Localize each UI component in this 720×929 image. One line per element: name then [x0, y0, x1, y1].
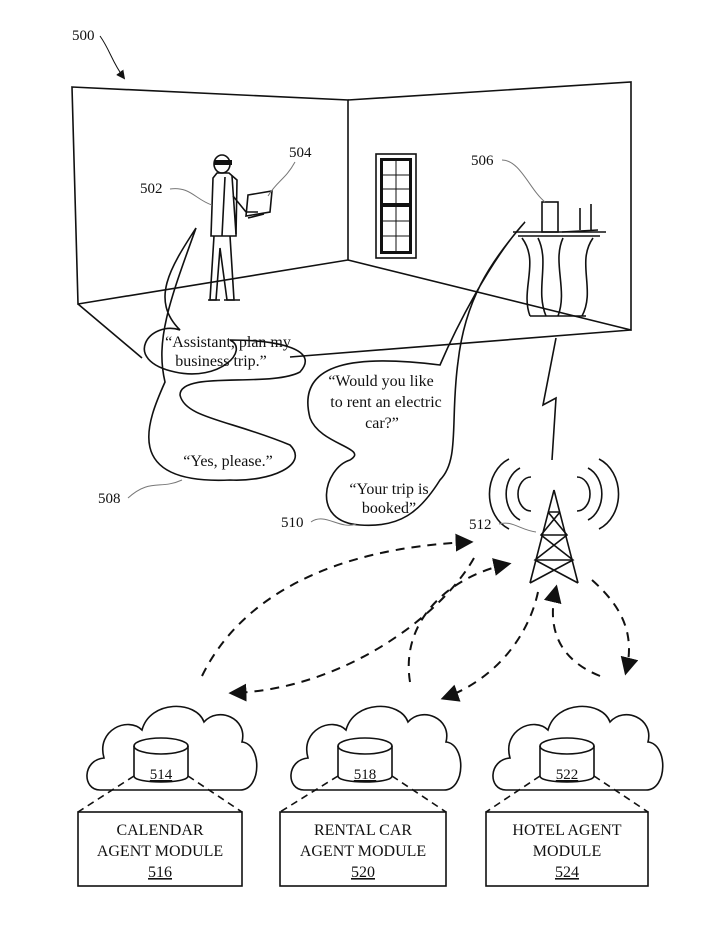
device-ref-leader — [267, 161, 296, 197]
calendar-agent-ref: 516 — [148, 864, 172, 881]
calendar-agent-title-line-1: CALENDAR — [116, 822, 203, 839]
room — [71, 81, 632, 359]
assistant-speech-ref-label: 510 — [281, 515, 304, 531]
database-icon — [337, 737, 393, 783]
rental-agent-title-line-1: RENTAL CAR — [314, 822, 412, 839]
database-icon — [133, 737, 189, 783]
device-icon — [245, 190, 273, 219]
assistant-speech-line-1: “Would you like — [328, 373, 433, 390]
figure-ref-label: 500 — [72, 28, 95, 44]
wireless-link — [541, 337, 557, 461]
speaker-ref-leader — [501, 159, 546, 203]
device-ref-label: 504 — [289, 145, 312, 161]
hotel-db-ref: 522 — [556, 767, 579, 783]
calendar-agent-title-line-2: AGENT MODULE — [97, 843, 223, 860]
arrow-calendar-from-tower — [228, 557, 475, 702]
user-speech-ref-leader — [127, 479, 183, 499]
arrow-hotel-from-tower — [543, 584, 601, 677]
assistant-speech-bubble — [307, 221, 526, 527]
tower-ref-label: 512 — [469, 517, 492, 533]
rental-car-agent-box — [279, 811, 447, 887]
hotel-agent-title-line-1: HOTEL AGENT — [512, 822, 621, 839]
tower-ref-leader — [498, 522, 537, 533]
user-figure — [208, 154, 258, 301]
room-left-wall — [71, 86, 349, 305]
user-speech-ref-label: 508 — [98, 491, 121, 507]
hotel-agent-box — [485, 811, 649, 887]
assistant-speech-line-3: car?” — [365, 415, 399, 432]
arrow-tower-to-hotel — [591, 579, 639, 676]
room-floor — [77, 303, 632, 359]
user-speech-line-2: business trip.” — [175, 353, 267, 370]
cloud-icon — [492, 705, 664, 791]
assistant-speech-line-4: “Your trip is — [349, 481, 428, 498]
side-table — [513, 231, 606, 317]
calendar-agent-box — [77, 811, 243, 887]
user-speech-line-1: “Assistant, plan my — [165, 334, 291, 351]
database-icon — [539, 737, 595, 783]
user-speech-line-3: “Yes, please.” — [183, 453, 272, 470]
assistant-speech-line-5: booked” — [362, 500, 416, 517]
smart-speaker-icon — [541, 201, 559, 233]
window — [375, 153, 417, 259]
cloud-icon — [290, 705, 462, 791]
cloud-icon — [86, 705, 258, 791]
calendar-db-ref: 514 — [150, 767, 173, 783]
user-speech-bubble — [143, 227, 307, 481]
rental-agent-ref: 520 — [351, 864, 375, 881]
signal-waves-icon — [488, 458, 620, 530]
user-ref-label: 502 — [140, 181, 163, 197]
speaker-ref-label: 506 — [471, 153, 494, 169]
room-back-wall — [347, 81, 632, 332]
figure-ref-leader — [99, 35, 126, 80]
router-icon — [561, 204, 599, 233]
arrow-tower-to-calendar — [201, 533, 474, 677]
hotel-agent-ref: 524 — [555, 864, 579, 881]
arrow-rental-from-tower — [440, 591, 539, 702]
assistant-speech-line-2: to rent an electric — [330, 394, 442, 411]
rental-db-ref: 518 — [354, 767, 377, 783]
hotel-agent: 522 HOTEL AGENT MODULE 524 — [485, 705, 664, 887]
assistant-speech-ref-leader — [310, 518, 357, 526]
rental-car-agent: 518 RENTAL CAR AGENT MODULE 520 — [279, 705, 462, 887]
arrow-tower-to-rental — [407, 558, 512, 683]
communication-arrows — [201, 533, 639, 702]
hotel-agent-title-line-2: MODULE — [533, 843, 601, 860]
rental-agent-title-line-2: AGENT MODULE — [300, 843, 426, 860]
user-ref-leader — [169, 188, 213, 206]
calendar-agent: 514 CALENDAR AGENT MODULE 516 — [77, 705, 258, 887]
cell-tower-icon — [529, 489, 579, 584]
